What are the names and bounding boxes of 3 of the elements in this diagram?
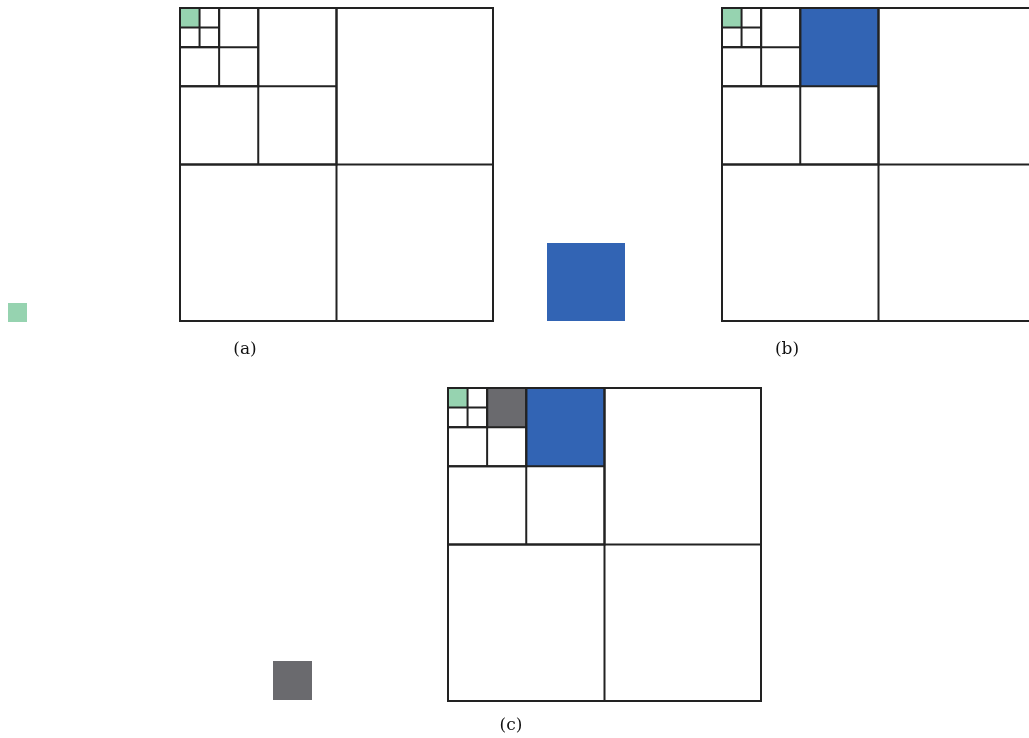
panel-label: (b) xyxy=(774,338,800,358)
panel-label: (c) xyxy=(499,714,523,734)
panel-label: (a) xyxy=(233,338,257,358)
